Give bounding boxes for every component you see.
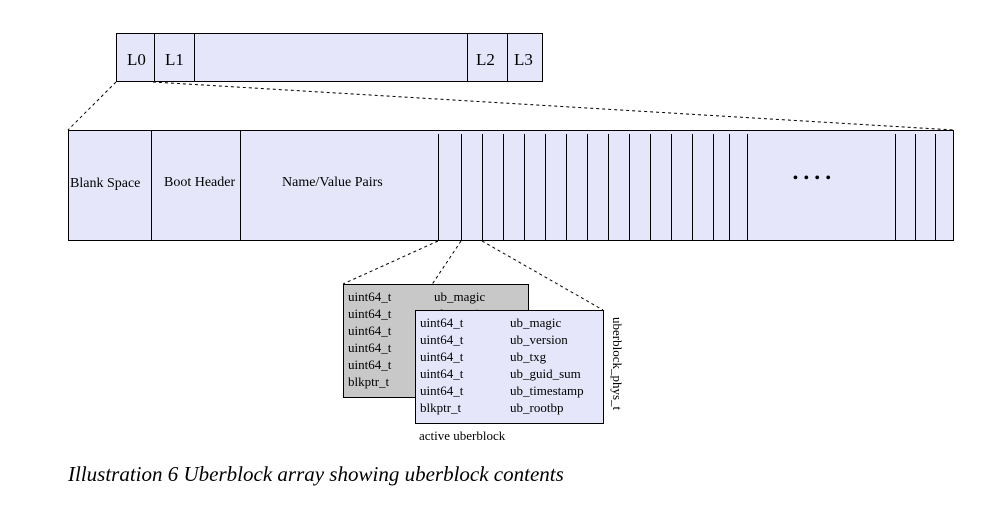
front-field-name: ub_rootbp: [510, 400, 564, 415]
front-field-type: uint64_t: [420, 315, 464, 330]
dashed-l0-right: [152, 81, 955, 131]
name-value-pairs-label: Name/Value Pairs: [282, 175, 383, 190]
back-field-type: blkptr_t: [348, 374, 390, 389]
label-l1: L1: [165, 50, 184, 69]
active-uberblock-label: active uberblock: [419, 428, 506, 443]
label-l0: L0: [127, 50, 146, 69]
label-expanded: Blank Space Boot Header Name/Value Pairs…: [68, 130, 954, 241]
l0-cell: [117, 34, 155, 81]
blank-space-label: Blank Space: [70, 176, 141, 191]
front-field-type: uint64_t: [420, 349, 464, 364]
dashed-l0-left: [67, 81, 117, 131]
front-field-type: uint64_t: [420, 332, 464, 347]
dashed-slot-mid: [414, 240, 462, 311]
front-field-name: ub_guid_sum: [510, 366, 581, 381]
struct-name-label: uberblock_phys_t: [610, 317, 625, 411]
front-field-name: ub_version: [510, 332, 568, 347]
uberblock-active: uint64_t ub_magic uint64_t ub_version uint64…: [415, 310, 604, 424]
back-field-type: uint64_t: [348, 323, 392, 338]
ellipsis-dots: ••••: [793, 171, 837, 186]
label-bar: L0 L1 L2 L3: [116, 33, 543, 82]
back-field-type: uint64_t: [348, 340, 392, 355]
figure-caption: Illustration 6 Uberblock array showing u…: [68, 462, 564, 486]
label-l2: L2: [476, 50, 495, 69]
boot-header-label: Boot Header: [164, 175, 236, 190]
front-field-name: ub_magic: [510, 315, 562, 330]
label-l3: L3: [514, 50, 533, 69]
back-field-type: uint64_t: [348, 357, 392, 372]
back-field-type: uint64_t: [348, 289, 392, 304]
dashed-slot-right: [481, 240, 604, 311]
back-field-type: uint64_t: [348, 306, 392, 321]
front-field-type: uint64_t: [420, 383, 464, 398]
dashed-slot-left: [342, 240, 439, 285]
front-field-name: ub_timestamp: [510, 383, 584, 398]
front-field-type: blkptr_t: [420, 400, 462, 415]
l1-cell: [154, 34, 195, 81]
front-field-name: ub_txg: [510, 349, 547, 364]
l2-cell: [467, 34, 508, 81]
front-field-type: uint64_t: [420, 366, 464, 381]
back-field-name: ub_magic: [434, 289, 486, 304]
